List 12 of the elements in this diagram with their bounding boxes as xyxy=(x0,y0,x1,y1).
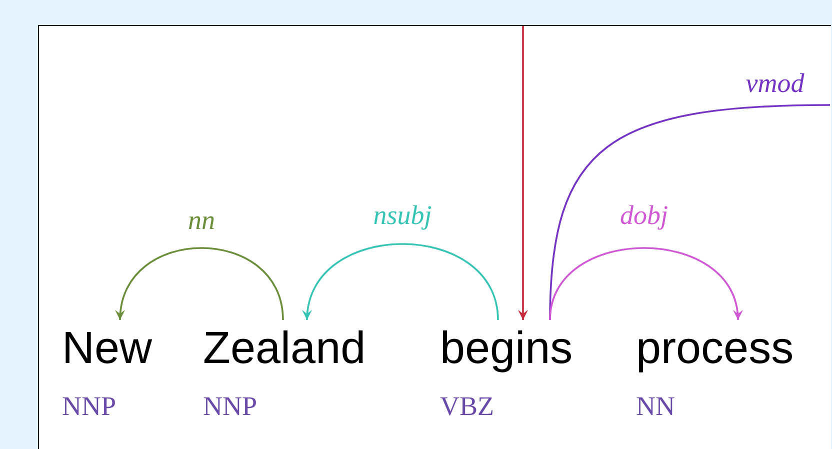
pos-tag: NNP xyxy=(62,390,116,422)
word-token: begins xyxy=(440,322,573,374)
pos-tag: VBZ xyxy=(440,390,494,422)
dependency-arc xyxy=(116,247,284,320)
pos-tag: NNP xyxy=(203,390,258,422)
dependency-arc xyxy=(518,26,528,320)
dependency-arc xyxy=(304,243,499,320)
dependency-arc xyxy=(549,247,742,320)
word-token: Zealand xyxy=(203,322,366,374)
pos-tag: NN xyxy=(636,390,675,422)
word-token: process xyxy=(636,322,794,374)
word-token: New xyxy=(62,322,152,374)
